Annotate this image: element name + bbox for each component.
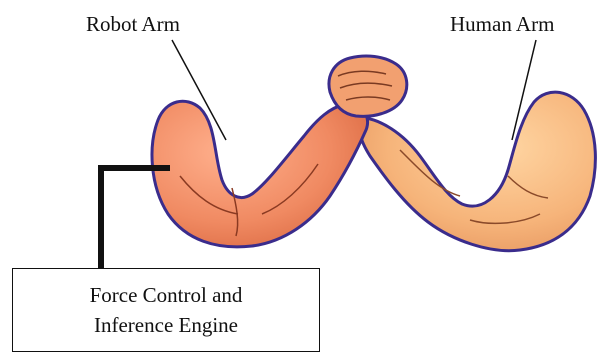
inference-engine-box: Force Control and Inference Engine [12,268,320,352]
clasped-hands [329,56,407,116]
engine-box-line-1: Force Control and [13,280,319,310]
human-arm-label: Human Arm [450,14,554,35]
robot-arm-label: Robot Arm [86,14,180,35]
human-arm [360,92,595,251]
robot-arm [152,101,368,247]
engine-box-line-2: Inference Engine [13,310,319,340]
